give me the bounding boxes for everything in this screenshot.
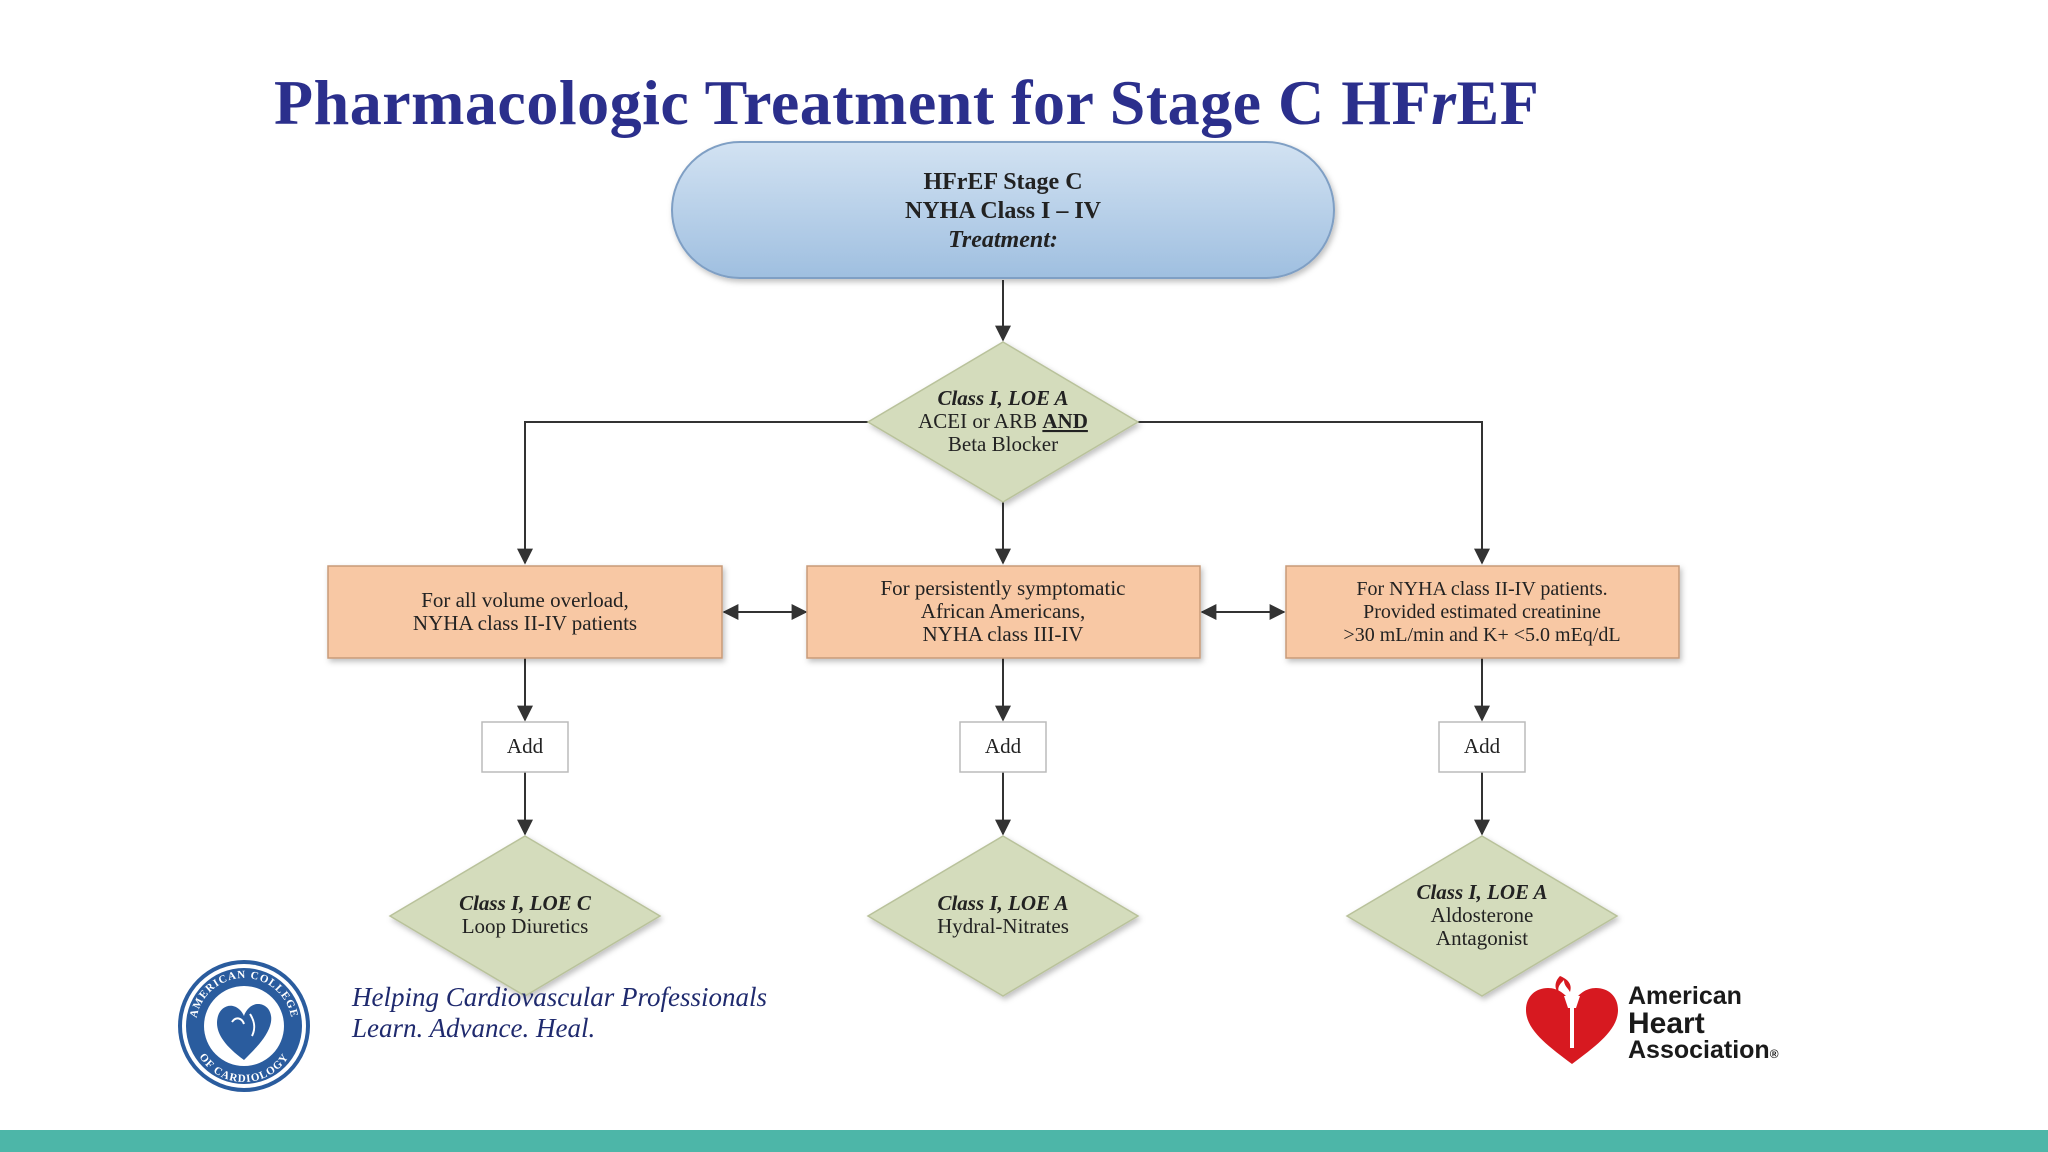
- add-box-middle: [959, 721, 1047, 773]
- result-diamond-right: [1345, 835, 1619, 997]
- criteria-box-right: [1285, 565, 1680, 659]
- decision-drug-line: ACEI or ARB AND: [918, 409, 1088, 433]
- add-box-right: [1438, 721, 1526, 773]
- criteria-middle-line3: NYHA class III-IV: [923, 622, 1084, 646]
- criteria-right-line1: For NYHA class II-IV patients.: [1356, 578, 1607, 600]
- criteria-box-middle: [806, 565, 1201, 659]
- criteria-middle-line2: African Americans,: [921, 599, 1085, 623]
- title-italic-r: r: [1431, 67, 1457, 138]
- aha-line3-wrap: Association®: [1628, 1038, 1779, 1067]
- add-box-left: [481, 721, 569, 773]
- aha-wordmark: American Heart Association®: [1628, 984, 1779, 1067]
- decision-drug-prefix: ACEI or ARB: [918, 409, 1042, 433]
- aha-line1: American: [1628, 982, 1742, 1010]
- aha-registered-mark: ®: [1769, 1047, 1779, 1061]
- criteria-left-line1: For all volume overload,: [421, 588, 629, 612]
- decision-and-word: AND: [1042, 409, 1088, 433]
- start-node-line2: NYHA Class I – IV: [905, 198, 1102, 224]
- criteria-right-line3: >30 mL/min and K+ <5.0 mEq/dL: [1343, 624, 1620, 646]
- arrow-decision-to-left: [517, 421, 868, 565]
- page-title: Pharmacologic Treatment for Stage C HFrE…: [274, 66, 1774, 140]
- result-middle-line2: Hydral-Nitrates: [937, 914, 1069, 938]
- aha-line2: Heart: [1628, 1007, 1705, 1040]
- start-node-line1: HFrEF Stage C: [923, 169, 1082, 195]
- result-diamond-middle: [866, 835, 1140, 997]
- criteria-box-left: [327, 565, 723, 659]
- criteria-left-line2: NYHA class II-IV patients: [413, 611, 637, 635]
- acc-seal-heart-icon: AMERICAN COLLEGE OF CARDIOLOGY: [178, 960, 310, 1092]
- add-middle-label: Add: [985, 734, 1022, 758]
- footer-bar: [0, 1130, 2048, 1152]
- tagline-line1: Helping Cardiovascular Professionals: [352, 982, 767, 1012]
- connectors: [517, 280, 1490, 836]
- criteria-middle-line1: For persistently symptomatic: [881, 576, 1126, 600]
- decision-ace-arb-beta: [866, 341, 1140, 503]
- decision-class-line: Class I, LOE A: [937, 386, 1068, 410]
- title-prefix: Pharmacologic Treatment for Stage C HF: [274, 67, 1432, 138]
- result-right-line2: Aldosterone: [1431, 903, 1534, 927]
- result-left-line1: Class I, LOE C: [459, 891, 592, 915]
- tagline-line2: Learn. Advance. Heal.: [352, 1013, 596, 1043]
- add-right-label: Add: [1464, 734, 1501, 758]
- arrow-decision-to-right: [1138, 421, 1490, 565]
- result-right-line1: Class I, LOE A: [1416, 880, 1547, 904]
- aha-line3: Association: [1628, 1036, 1770, 1064]
- result-left-line2: Loop Diuretics: [462, 914, 589, 938]
- add-left-label: Add: [507, 734, 544, 758]
- start-node: [671, 141, 1335, 279]
- criteria-right-line2: Provided estimated creatinine: [1363, 601, 1601, 623]
- decision-beta-line: Beta Blocker: [948, 432, 1058, 456]
- acc-tagline: Helping Cardiovascular Professionals Lea…: [352, 982, 767, 1044]
- title-suffix: EF: [1456, 67, 1540, 138]
- heart-torch-icon: [1526, 976, 1618, 1064]
- result-right-line3: Antagonist: [1436, 926, 1528, 950]
- result-diamond-left: [388, 835, 662, 997]
- result-middle-line1: Class I, LOE A: [937, 891, 1068, 915]
- start-node-line3: Treatment:: [948, 227, 1058, 253]
